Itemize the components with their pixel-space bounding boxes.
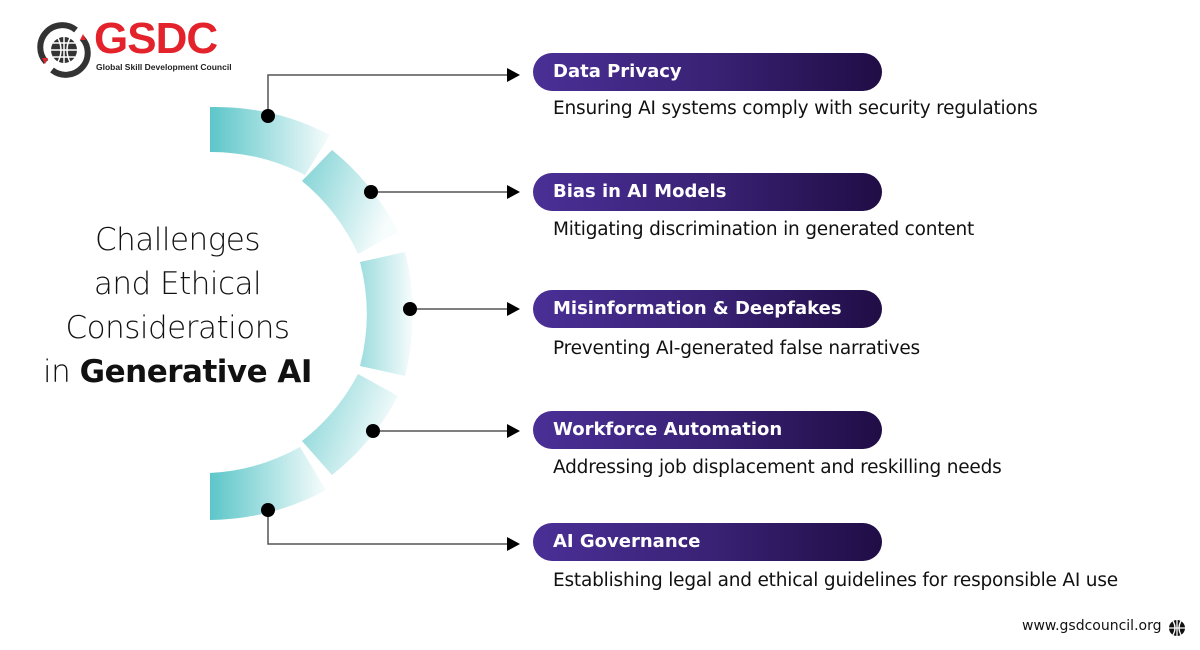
globe-icon (37, 22, 91, 78)
arrow-head-5 (507, 537, 520, 551)
gsdc-logo: GSDC Global Skill Development Council (36, 14, 232, 80)
arc-segment-5 (210, 447, 326, 520)
arc-segment-4 (302, 374, 398, 475)
globe-icon (1169, 620, 1185, 636)
title-line-1: Challenges (94, 222, 261, 258)
item-description-governance: Establishing legal and ethical guideline… (553, 570, 1118, 591)
title-line-3: Considerations (65, 310, 290, 346)
title-line-4: in Generative AI (30, 350, 325, 394)
item-badge-data-privacy: Data Privacy (533, 53, 882, 91)
item-description-workforce: Addressing job displacement and reskilli… (553, 457, 1002, 478)
item-description-bias: Mitigating discrimination in generated c… (553, 219, 975, 240)
item-description-data-privacy: Ensuring AI systems comply with security… (553, 98, 1038, 119)
item-description-misinformation: Preventing AI-generated false narratives (553, 338, 920, 359)
connector-line-5 (267, 510, 510, 545)
connector-dot-5 (261, 503, 275, 517)
website-url: www.gsdcouncil.org (1022, 618, 1162, 634)
arrow-head-4 (507, 424, 520, 438)
item-badge-workforce: Workforce Automation (533, 411, 882, 449)
title-line-4-bold: Generative AI (79, 354, 313, 390)
title-line-2: and Ethical (93, 266, 262, 302)
arrow-head-2 (507, 185, 520, 199)
arc-segment-3 (360, 252, 413, 376)
connector-dot-4 (366, 424, 380, 438)
arc-segment-2 (302, 150, 398, 254)
connector-dot-1 (261, 109, 275, 123)
connector-line-1 (267, 74, 510, 116)
logo-subtitle: Global Skill Development Council (96, 62, 232, 72)
arrow-head-1 (507, 68, 520, 82)
item-badge-bias: Bias in AI Models (533, 173, 882, 211)
arc-segments (210, 106, 413, 520)
arrow-head-3 (507, 302, 520, 316)
arc-segment-1 (210, 106, 330, 175)
diagram-title: Challenges and Ethical Considerations in… (30, 218, 325, 394)
connector-dot-2 (364, 185, 378, 199)
item-badge-governance: AI Governance (533, 523, 882, 561)
connector-dot-3 (403, 302, 417, 316)
title-line-4-prefix: in (43, 354, 80, 390)
logo-wordmark: GSDC (94, 14, 218, 63)
item-badge-misinformation: Misinformation & Deepfakes (533, 290, 882, 328)
